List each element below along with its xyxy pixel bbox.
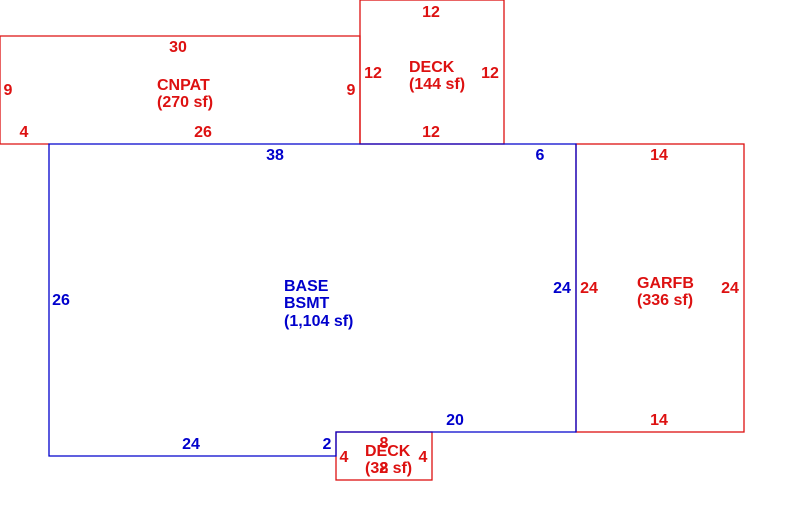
deck-top-dim-bottom: 12 xyxy=(422,124,440,141)
base-dim-top-right: 6 xyxy=(536,147,545,164)
cnpat-dim-bottom-left: 4 xyxy=(20,124,29,141)
base-code: BASE xyxy=(284,278,329,295)
base-area: (1,104 sf) xyxy=(284,313,353,330)
deck-bottom-code: DECK xyxy=(365,443,411,460)
base-dim-bottom-left: 24 xyxy=(182,436,200,453)
cnpat-dim-bottom: 26 xyxy=(194,124,212,141)
cnpat-dim-right: 9 xyxy=(347,82,356,99)
deck-bottom-dim-bottom: 8 xyxy=(380,460,389,477)
garfb-area: (336 sf) xyxy=(637,292,693,309)
deck-top-dim-right: 12 xyxy=(481,65,499,82)
base-dim-bottom-right: 20 xyxy=(446,412,464,429)
deck-bottom-dim-right: 4 xyxy=(419,449,428,466)
deck-bottom-dim-left: 4 xyxy=(340,449,349,466)
base-outline xyxy=(48,143,577,457)
cnpat-code: CNPAT xyxy=(157,77,210,94)
deck-bottom-area: (32 sf) xyxy=(365,460,412,477)
base-dim-top: 38 xyxy=(266,147,284,164)
garfb-dim-top: 14 xyxy=(650,147,668,164)
base-dim-right: 24 xyxy=(553,280,571,297)
garfb-code: GARFB xyxy=(637,275,694,292)
deck-top-code: DECK xyxy=(409,59,455,76)
cnpat-area: (270 sf) xyxy=(157,94,213,111)
deck-top-dim-left: 12 xyxy=(364,65,382,82)
deck-bottom-dim-top: 8 xyxy=(380,435,389,452)
cnpat-dim-top: 30 xyxy=(169,39,187,56)
garfb-dim-right: 24 xyxy=(721,280,739,297)
deck-top-area: (144 sf) xyxy=(409,76,465,93)
base-dim-step: 2 xyxy=(323,436,332,453)
cnpat-dim-left: 9 xyxy=(4,82,13,99)
garfb-dim-left: 24 xyxy=(580,280,598,297)
base-dim-left: 26 xyxy=(52,292,70,309)
garfb-dim-bottom: 14 xyxy=(650,412,668,429)
base-subcode: BSMT xyxy=(284,295,330,312)
deck-top-dim-top: 12 xyxy=(422,4,440,21)
